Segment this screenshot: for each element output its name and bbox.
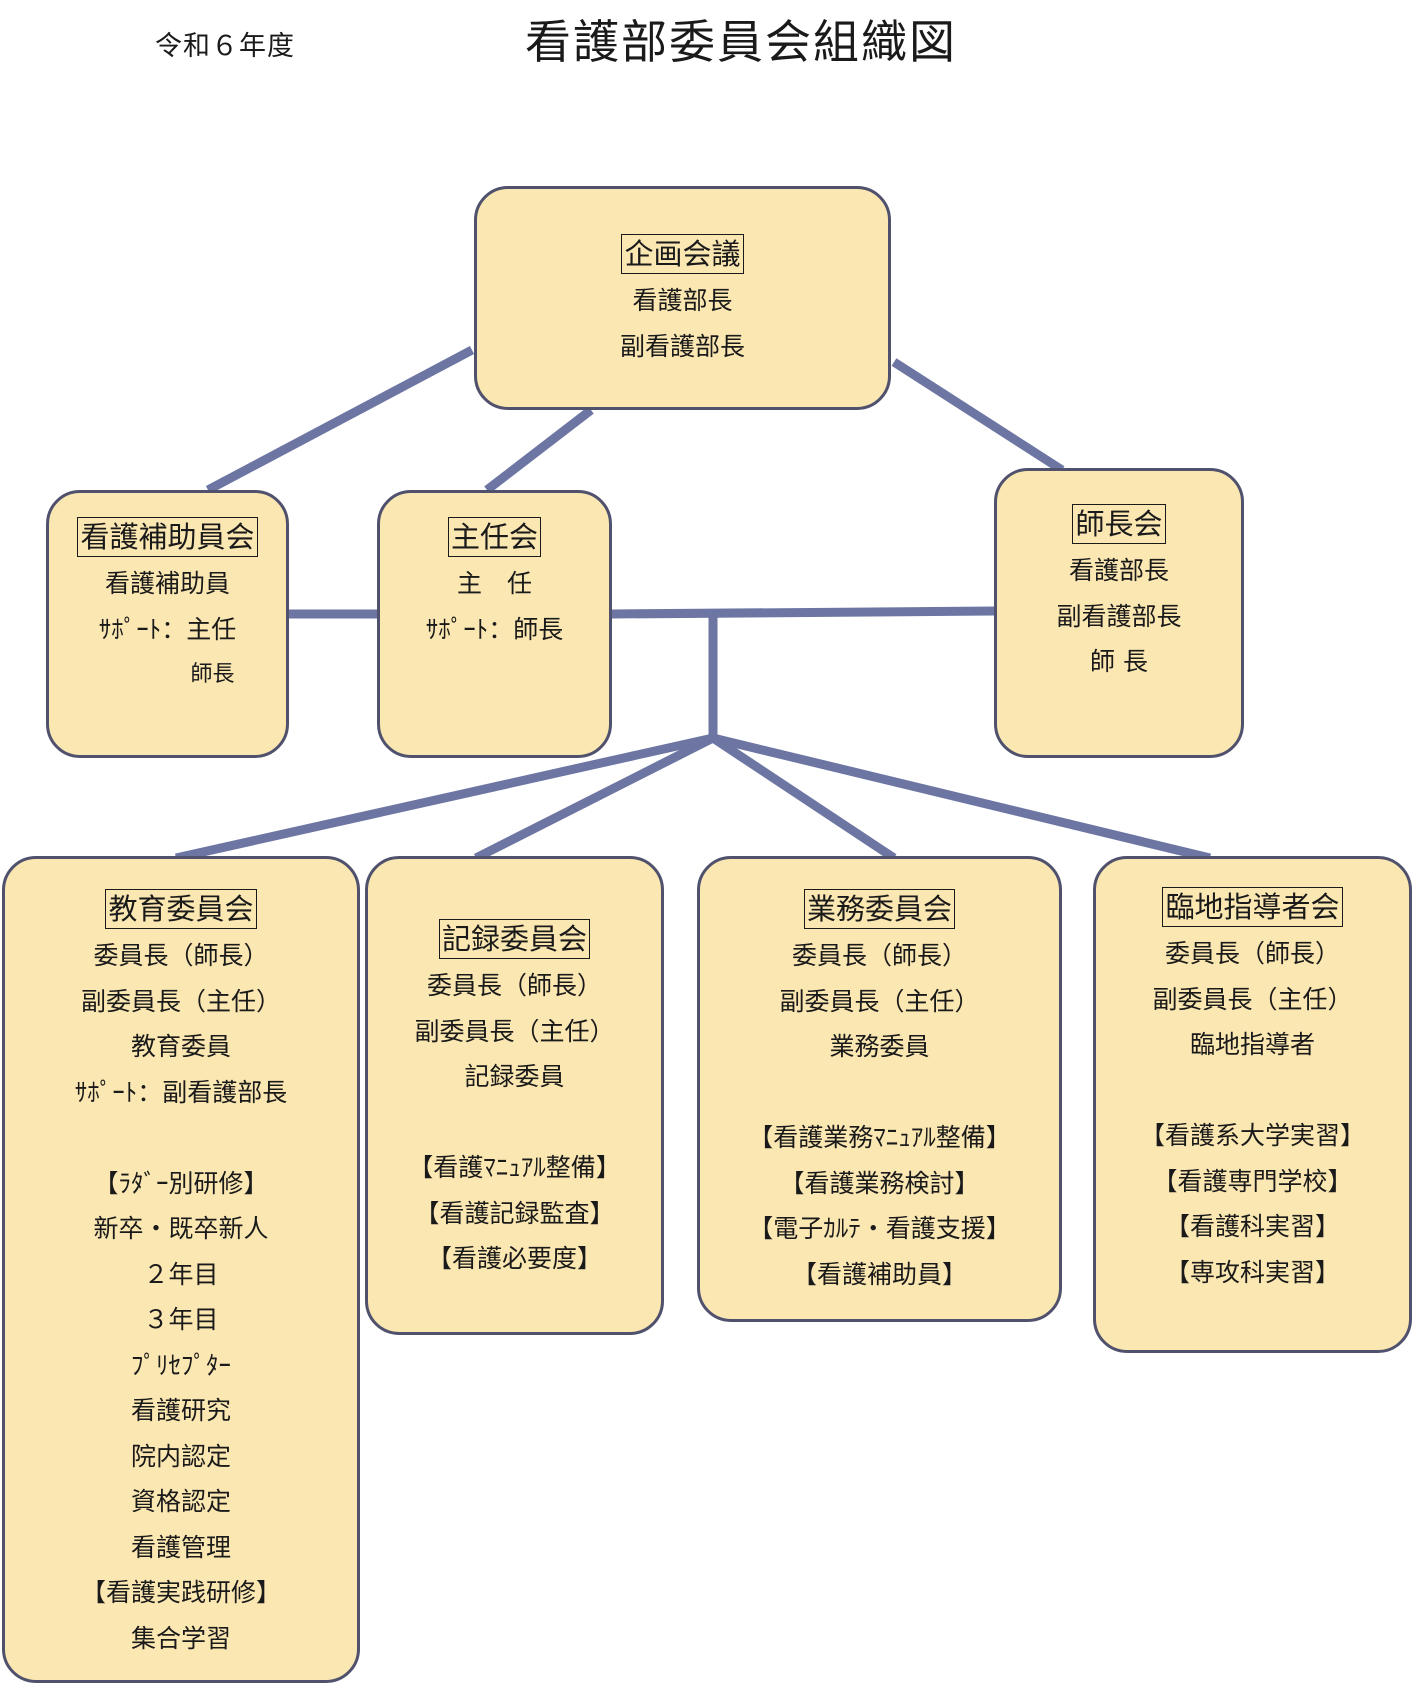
blank-line	[700, 1070, 1059, 1116]
member-line: 看護部長	[632, 286, 733, 315]
clinical-instructor-committee-box: 臨地指導者会 委員長（師長） 副委員長（主任） 臨地指導者【看護系大学実習】【看護専…	[1093, 856, 1412, 1353]
member-line: 副委員長（主任）	[1152, 984, 1353, 1014]
member-line: 教育委員	[130, 1032, 231, 1061]
member-line: 集合学習	[130, 1623, 231, 1653]
planning-meeting-box: 企画会議 看護部長副看護部長	[474, 186, 891, 410]
member-line: 【看護必要度】	[426, 1244, 602, 1273]
connector-planning-headnurse	[891, 358, 1065, 474]
member-line: ２年目	[143, 1259, 219, 1289]
member-line: 【看護補助員】	[791, 1259, 967, 1289]
member-line: 副委員長（主任）	[414, 1016, 615, 1046]
education-committee-title: 教育委員会	[105, 889, 257, 929]
operations-committee-title: 業務委員会	[803, 889, 955, 929]
fiscal-year-label: 令和６年度	[155, 31, 295, 62]
connector-trunk-education	[175, 733, 714, 863]
blank-line	[1096, 1068, 1409, 1114]
member-line: 資格認定	[130, 1487, 231, 1516]
member-line: 看護補助員	[104, 569, 230, 598]
member-line: 新卒・既卒新人	[93, 1214, 269, 1243]
chief-committee-members: 主 任 ｻﾎﾟｰﾄ：師長	[380, 561, 609, 652]
member-line: 師長	[190, 662, 235, 687]
member-line: ｻﾎﾟｰﾄ：師長	[425, 614, 564, 644]
member-line: 師 長	[1090, 647, 1148, 676]
member-line: 【看護ﾏﾆｭｱﾙ整備】	[408, 1153, 621, 1182]
records-committee-members: 委員長（師長） 副委員長（主任） 記録委員【看護ﾏﾆｭｱﾙ整備】【看護記録監査】【看…	[368, 963, 661, 1282]
member-line: ﾌﾟﾘｾﾌﾟﾀｰ	[130, 1350, 231, 1380]
member-line: 記録委員	[464, 1062, 565, 1091]
member-line: 委員長（師長）	[791, 941, 967, 970]
member-line: 副委員長（主任）	[779, 986, 980, 1016]
records-committee-title: 記録委員会	[438, 919, 590, 959]
member-line: 委員長（師長）	[426, 971, 602, 1000]
head-nurse-committee-members: 看護部長副看護部長師 長	[997, 548, 1241, 685]
records-committee-box: 記録委員会 委員長（師長） 副委員長（主任） 記録委員【看護ﾏﾆｭｱﾙ整備】【看護記…	[365, 856, 664, 1335]
clinical-instructor-committee-title: 臨地指導者会	[1162, 887, 1343, 927]
connector-planning-assistant	[205, 346, 475, 494]
planning-meeting-title: 企画会議	[621, 234, 744, 274]
planning-meeting-members: 看護部長副看護部長	[477, 278, 888, 369]
operations-committee-members: 委員長（師長） 副委員長（主任） 業務委員【看護業務ﾏﾆｭｱﾙ整備】【看護業務検討】…	[700, 933, 1059, 1297]
member-line: 【看護実践研修】	[80, 1578, 281, 1607]
member-line: 【看護科実習】	[1164, 1212, 1340, 1241]
member-line: 【電子ｶﾙﾃ・看護支援】	[748, 1214, 1011, 1243]
clinical-instructor-committee-members: 委員長（師長） 副委員長（主任） 臨地指導者【看護系大学実習】【看護専門学校】【看護…	[1096, 931, 1409, 1295]
member-line: 看護管理	[130, 1532, 231, 1562]
member-line: 【看護専門学校】	[1152, 1166, 1353, 1196]
member-line: 看護部長	[1068, 556, 1169, 585]
head-nurse-committee-box: 師長会 看護部長副看護部長師 長	[994, 468, 1244, 758]
chief-committee-box: 主任会 主 任 ｻﾎﾟｰﾄ：師長	[377, 490, 612, 758]
blank-line	[5, 1115, 357, 1161]
member-line: 看護研究	[130, 1396, 231, 1425]
member-line: 委員長（師長）	[93, 941, 269, 970]
member-line: 業務委員	[829, 1032, 930, 1061]
member-line: 副委員長（主任）	[80, 986, 281, 1016]
member-line: ３年目	[143, 1305, 219, 1334]
education-committee-box: 教育委員会 委員長（師長） 副委員長（主任） 教育委員 ｻﾎﾟｰﾄ：副看護部長【ﾗﾀﾞ…	[2, 856, 360, 1683]
member-line: 【看護記録監査】	[414, 1198, 615, 1228]
operations-committee-box: 業務委員会 委員長（師長） 副委員長（主任） 業務委員【看護業務ﾏﾆｭｱﾙ整備】【看…	[697, 856, 1062, 1322]
connector-trunk-records	[473, 733, 716, 863]
member-line: 院内認定	[130, 1441, 231, 1471]
blank-line	[368, 1100, 661, 1146]
nursing-assistant-committee-title: 看護補助員会	[77, 517, 258, 557]
connector-trunk-clinical	[711, 733, 1212, 863]
member-line: 【専攻科実習】	[1164, 1257, 1340, 1287]
member-line: 【看護系大学実習】	[1139, 1121, 1365, 1150]
member-line: 委員長（師長）	[1164, 939, 1340, 968]
nursing-assistant-committee-box: 看護補助員会 看護補助員 ｻﾎﾟｰﾄ：主任師長	[46, 490, 289, 758]
member-line: 臨地指導者	[1189, 1030, 1315, 1059]
connector-chief-headnurse	[610, 606, 996, 619]
connector-trunk-operations	[710, 734, 897, 862]
head-nurse-committee-title: 師長会	[1072, 504, 1166, 544]
member-line: 【看護業務検討】	[779, 1168, 980, 1198]
page-title: 看護部委員会組織図	[525, 15, 957, 69]
member-line: 【ﾗﾀﾞｰ別研修】	[93, 1168, 269, 1198]
member-line: 副看護部長	[619, 331, 745, 361]
member-line: 副看護部長	[1056, 601, 1182, 631]
chief-committee-title: 主任会	[447, 517, 541, 557]
member-line: ｻﾎﾟｰﾄ：副看護部長	[74, 1077, 288, 1107]
connector-planning-chief	[484, 406, 594, 494]
nursing-assistant-committee-members: 看護補助員 ｻﾎﾟｰﾄ：主任師長	[49, 561, 286, 698]
member-line: 【看護業務ﾏﾆｭｱﾙ整備】	[748, 1123, 1011, 1152]
member-line: ｻﾎﾟｰﾄ：主任	[98, 614, 237, 644]
education-committee-members: 委員長（師長） 副委員長（主任） 教育委員 ｻﾎﾟｰﾄ：副看護部長【ﾗﾀﾞｰ別研修】新…	[5, 933, 357, 1661]
member-line: 主 任	[456, 569, 532, 598]
